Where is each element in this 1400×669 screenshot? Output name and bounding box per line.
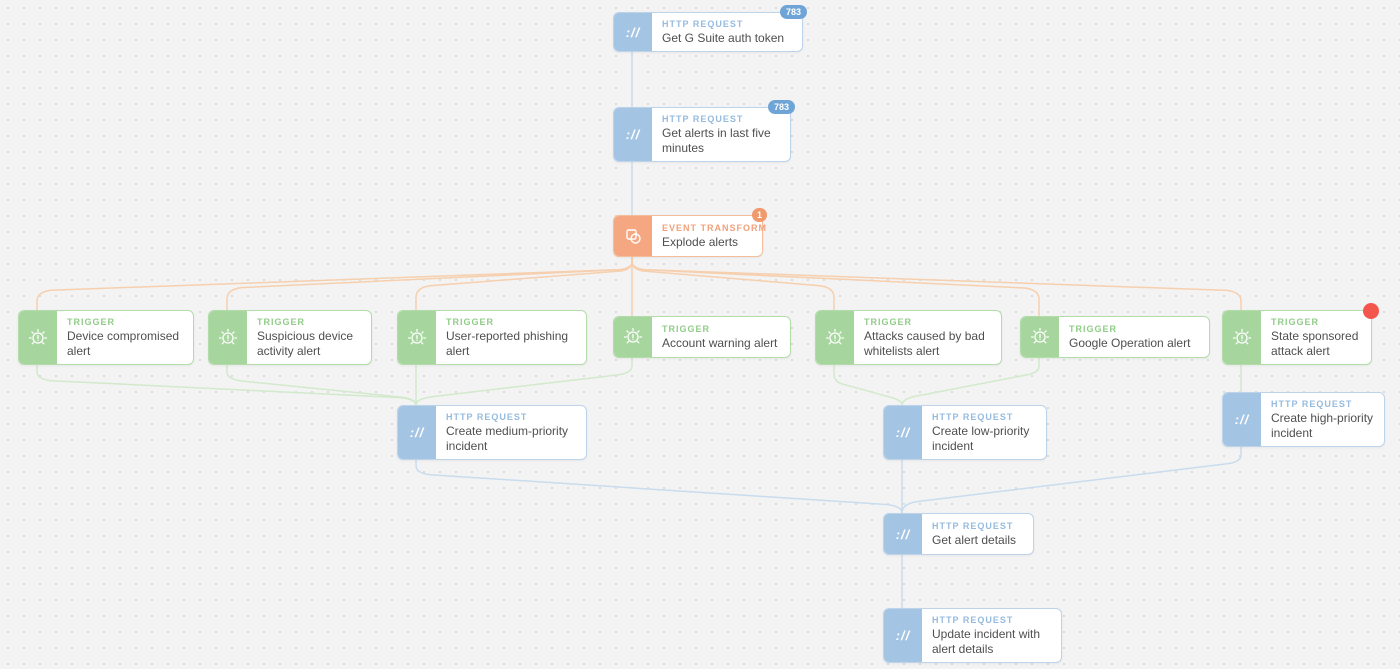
trigger-alarm-icon <box>816 311 854 364</box>
event-count-badge: 783 <box>767 100 795 114</box>
node-type-label: HTTP REQUEST <box>662 114 744 124</box>
node-trigger-attacks-bad-whitelists-alert[interactable]: TRIGGER Attacks caused by bad whitelists… <box>815 310 1002 365</box>
node-get-alert-details[interactable]: :// HTTP REQUEST Get alert details <box>883 513 1034 555</box>
node-trigger-device-compromised-alert[interactable]: TRIGGER Device compromised alert <box>18 310 194 365</box>
event-count-badge: 1 <box>751 208 767 222</box>
node-title: Device compromised alert <box>67 329 180 358</box>
http-request-icon: :// <box>884 609 922 662</box>
node-create-medium-priority-incident[interactable]: :// HTTP REQUEST Create medium-priority … <box>397 405 587 460</box>
node-type-label: TRIGGER <box>864 317 913 327</box>
node-type-label: TRIGGER <box>1069 324 1118 334</box>
node-title: Create low-priority incident <box>932 424 1030 453</box>
node-type-label: HTTP REQUEST <box>662 19 744 29</box>
node-type-label: TRIGGER <box>446 317 495 327</box>
trigger-alarm-icon <box>19 311 57 364</box>
node-title: Attacks caused by bad whitelists alert <box>864 329 985 358</box>
node-type-label: HTTP REQUEST <box>932 615 1014 625</box>
http-request-icon: :// <box>1223 393 1261 446</box>
node-title: Get alert details <box>932 533 1017 547</box>
node-type-label: TRIGGER <box>1271 317 1320 327</box>
http-request-icon: :// <box>884 406 922 459</box>
node-type-label: EVENT TRANSFORM <box>662 223 767 233</box>
trigger-alarm-icon <box>398 311 436 364</box>
http-request-icon: :// <box>398 406 436 459</box>
node-trigger-google-operation-alert[interactable]: TRIGGER Google Operation alert <box>1020 316 1210 358</box>
trigger-alarm-icon <box>1021 317 1059 357</box>
node-trigger-account-warning-alert[interactable]: TRIGGER Account warning alert <box>613 316 791 358</box>
node-title: Explode alerts <box>662 235 739 249</box>
node-type-label: TRIGGER <box>67 317 116 327</box>
alert-notification-dot <box>1363 303 1379 319</box>
node-type-label: HTTP REQUEST <box>932 521 1014 531</box>
node-trigger-user-reported-phishing-alert[interactable]: TRIGGER User-reported phishing alert <box>397 310 587 365</box>
node-create-high-priority-incident[interactable]: :// HTTP REQUEST Create high-priority in… <box>1222 392 1385 447</box>
http-request-icon: :// <box>614 13 652 51</box>
node-get-alerts-last-five-minutes[interactable]: :// HTTP REQUEST Get alerts in last five… <box>613 100 795 162</box>
node-title: State sponsored attack alert <box>1271 329 1359 358</box>
node-title: Update incident with alert details <box>932 627 1041 656</box>
node-title: Google Operation alert <box>1069 336 1191 350</box>
node-type-label: HTTP REQUEST <box>932 412 1014 422</box>
node-type-label: HTTP REQUEST <box>1271 399 1353 409</box>
node-get-g-suite-auth-token[interactable]: :// HTTP REQUEST Get G Suite auth token … <box>613 5 807 52</box>
event-transform-icon <box>614 216 652 256</box>
node-title: Account warning alert <box>662 336 778 350</box>
trigger-alarm-icon <box>209 311 247 364</box>
node-create-low-priority-incident[interactable]: :// HTTP REQUEST Create low-priority inc… <box>883 405 1047 460</box>
node-trigger-state-sponsored-attack-alert[interactable]: TRIGGER State sponsored attack alert <box>1222 303 1379 365</box>
node-type-label: TRIGGER <box>257 317 306 327</box>
node-title: Create high-priority incident <box>1271 411 1374 440</box>
node-title: Get alerts in last five minutes <box>662 126 771 155</box>
event-count-badge: 783 <box>779 5 807 19</box>
node-type-label: TRIGGER <box>662 324 711 334</box>
node-title: User-reported phishing alert <box>446 329 569 358</box>
http-request-icon: :// <box>614 108 652 161</box>
http-request-icon: :// <box>884 514 922 554</box>
node-title: Get G Suite auth token <box>662 31 785 45</box>
node-title: Create medium-priority incident <box>446 424 569 453</box>
node-type-label: HTTP REQUEST <box>446 412 528 422</box>
node-update-incident-with-alert-details[interactable]: :// HTTP REQUEST Update incident with al… <box>883 608 1062 663</box>
node-explode-alerts[interactable]: EVENT TRANSFORM Explode alerts 1 <box>613 208 767 257</box>
node-title: Suspicious device activity alert <box>257 329 354 358</box>
node-trigger-suspicious-device-activity-alert[interactable]: TRIGGER Suspicious device activity alert <box>208 310 372 365</box>
trigger-alarm-icon <box>1223 311 1261 364</box>
trigger-alarm-icon <box>614 317 652 357</box>
